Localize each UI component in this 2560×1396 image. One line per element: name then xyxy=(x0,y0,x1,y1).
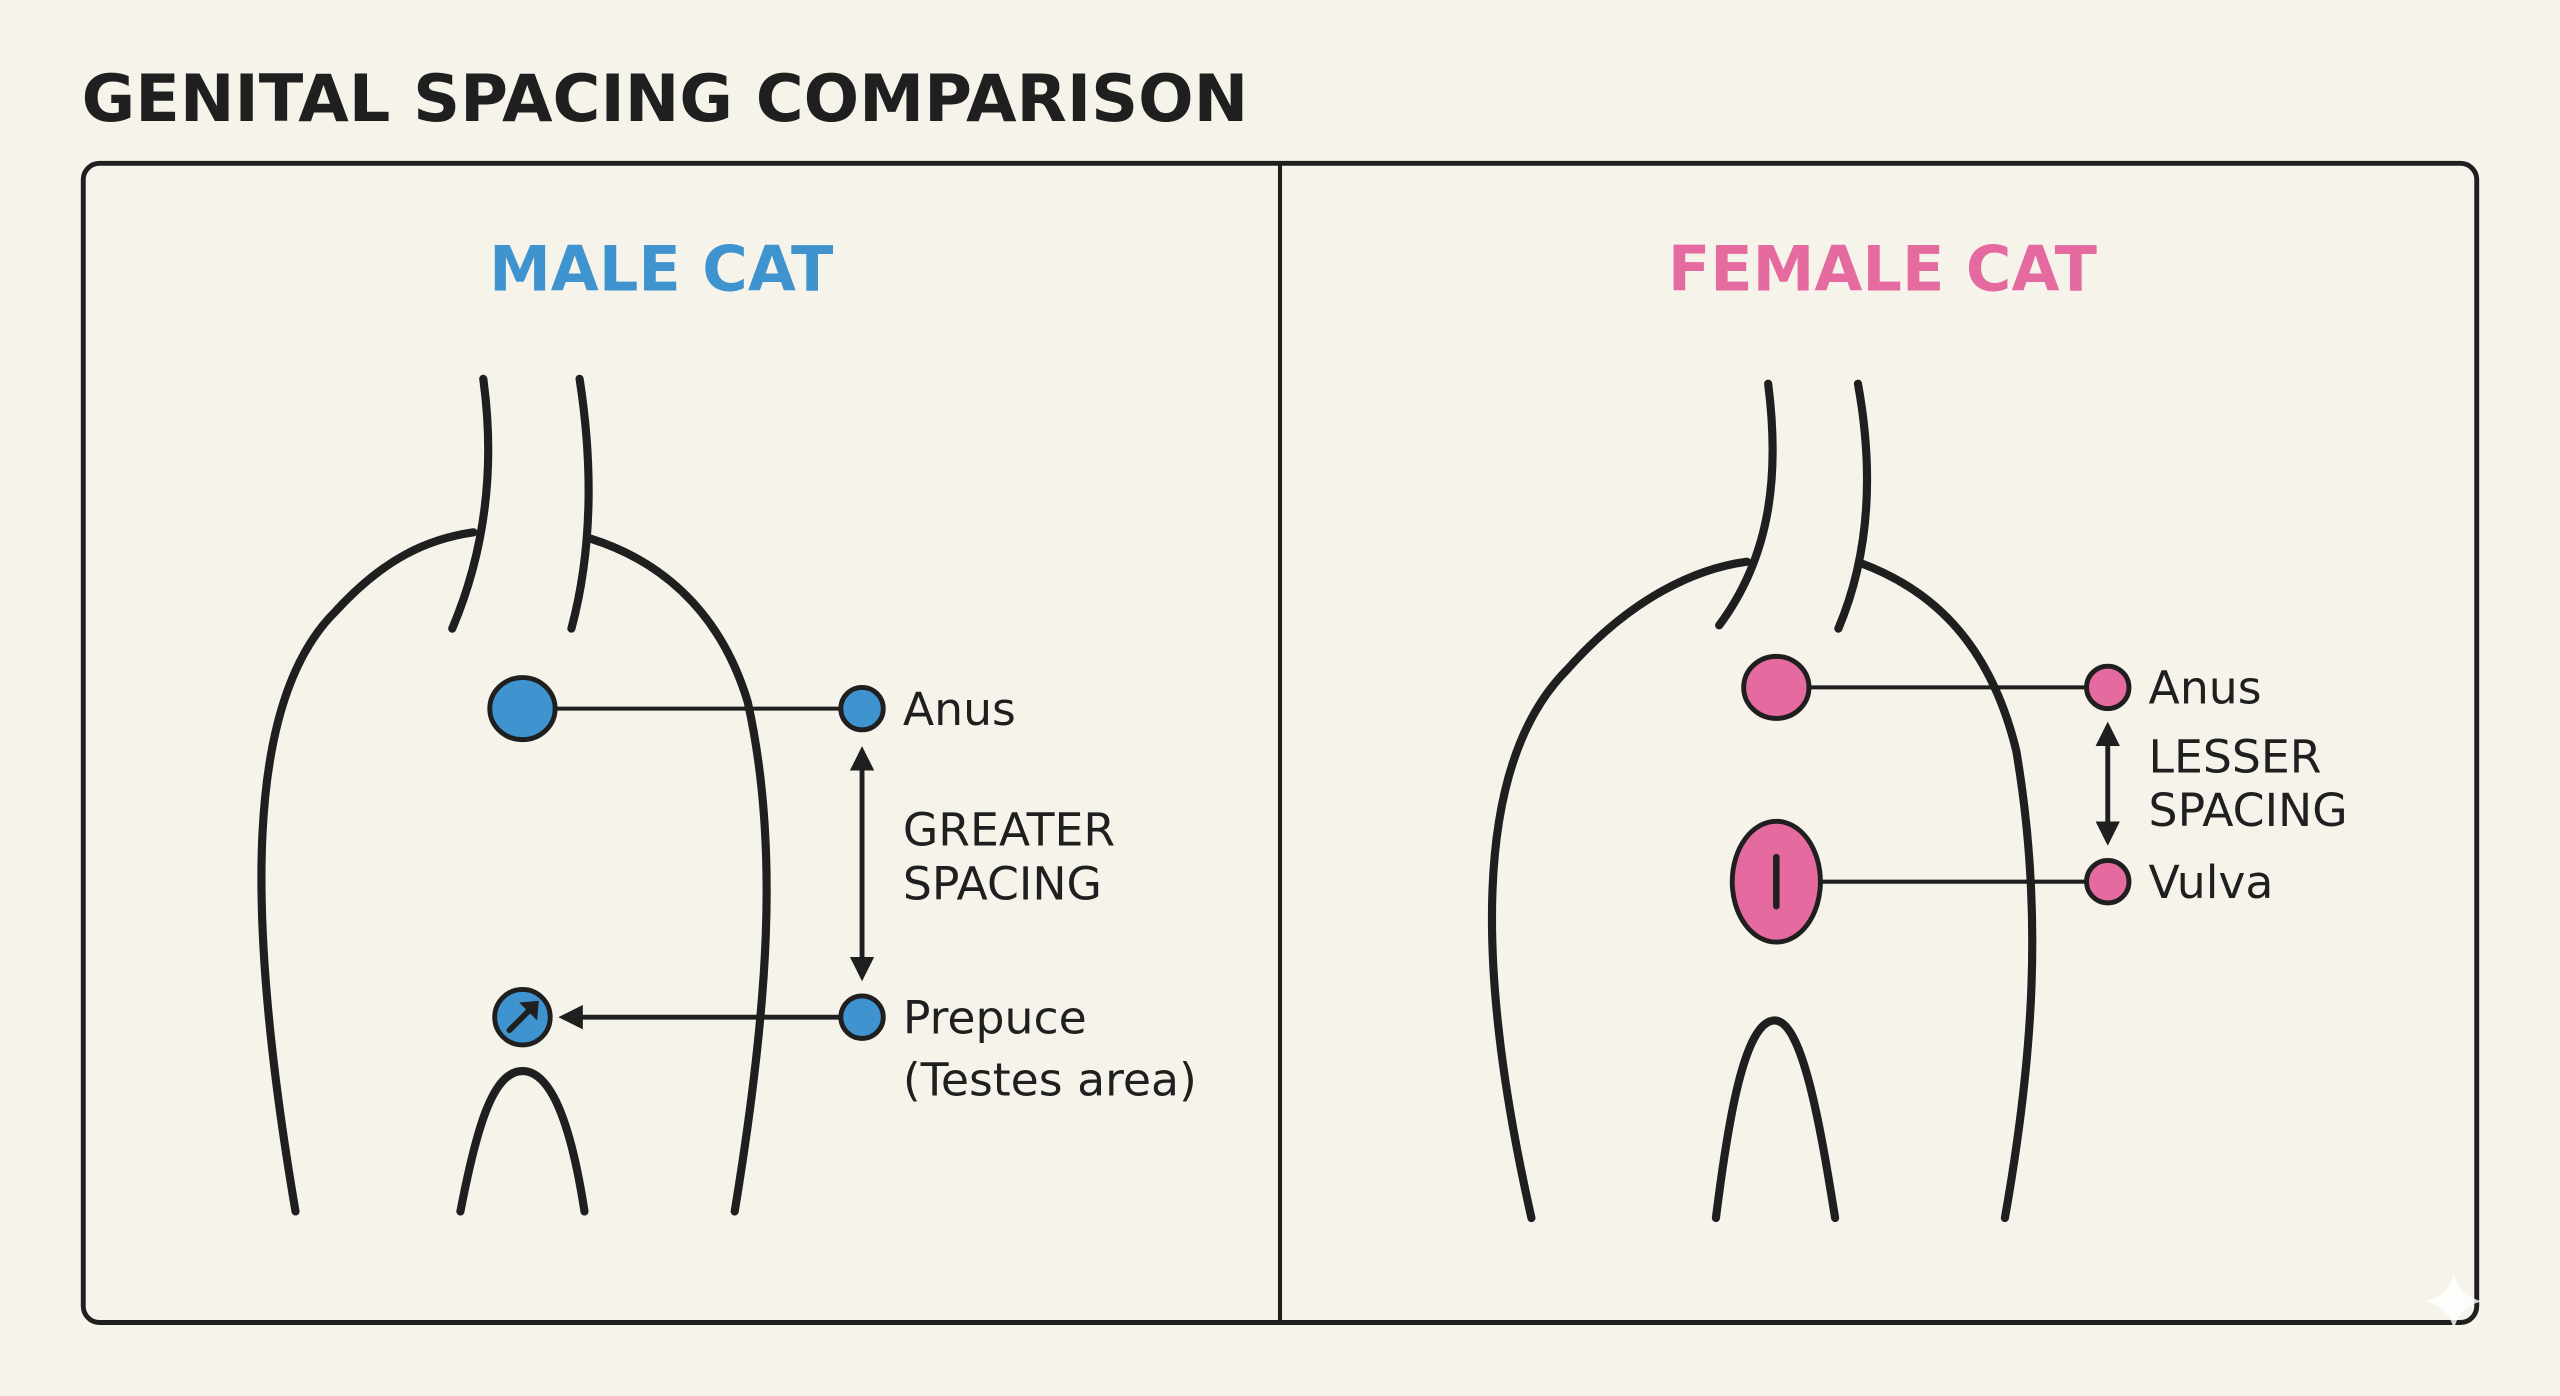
anus-marker xyxy=(1741,653,1812,721)
page-title: GENITAL SPACING COMPARISON xyxy=(82,61,1249,137)
anus-marker xyxy=(487,675,558,743)
spacing-label-line2: SPACING xyxy=(2149,784,2348,837)
leg-gap-arch xyxy=(1711,1016,1840,1223)
spacing-label-line1: GREATER xyxy=(903,804,1115,857)
anus-label-dot xyxy=(838,684,886,733)
female-panel: FEMALE CAT Anus LESSER SPACING Vulva xyxy=(1487,233,2348,1223)
testes-area-label: (Testes area) xyxy=(903,1054,1197,1107)
anus-label: Anus xyxy=(2149,662,2262,715)
sparkle-icon xyxy=(2426,1273,2482,1330)
spacing-label-line2: SPACING xyxy=(903,858,1102,911)
prepuce-label: Prepuce xyxy=(903,992,1087,1045)
anus-label-dot xyxy=(2084,663,2132,712)
vulva-label: Vulva xyxy=(2149,856,2274,909)
female-heading: FEMALE CAT xyxy=(1668,233,2097,306)
spacing-label-line1: LESSER xyxy=(2149,730,2322,783)
tail-right-edge xyxy=(567,374,593,633)
vulva-label-dot xyxy=(2084,858,2132,906)
arrow-up-right-icon xyxy=(506,1000,539,1034)
tail-right-edge xyxy=(1834,379,1872,633)
male-heading: MALE CAT xyxy=(489,233,833,306)
prepuce-label-dot xyxy=(838,993,886,1041)
male-body-outline xyxy=(257,374,771,1216)
anus-label: Anus xyxy=(903,683,1016,736)
tail-left-edge xyxy=(1715,379,1777,630)
female-body-outline xyxy=(1487,379,2037,1223)
tail-left-edge xyxy=(448,374,493,633)
male-panel: MALE CAT Anus GREATER SPACING Prepuce (T… xyxy=(257,233,1197,1216)
leg-gap-arch xyxy=(456,1066,589,1216)
